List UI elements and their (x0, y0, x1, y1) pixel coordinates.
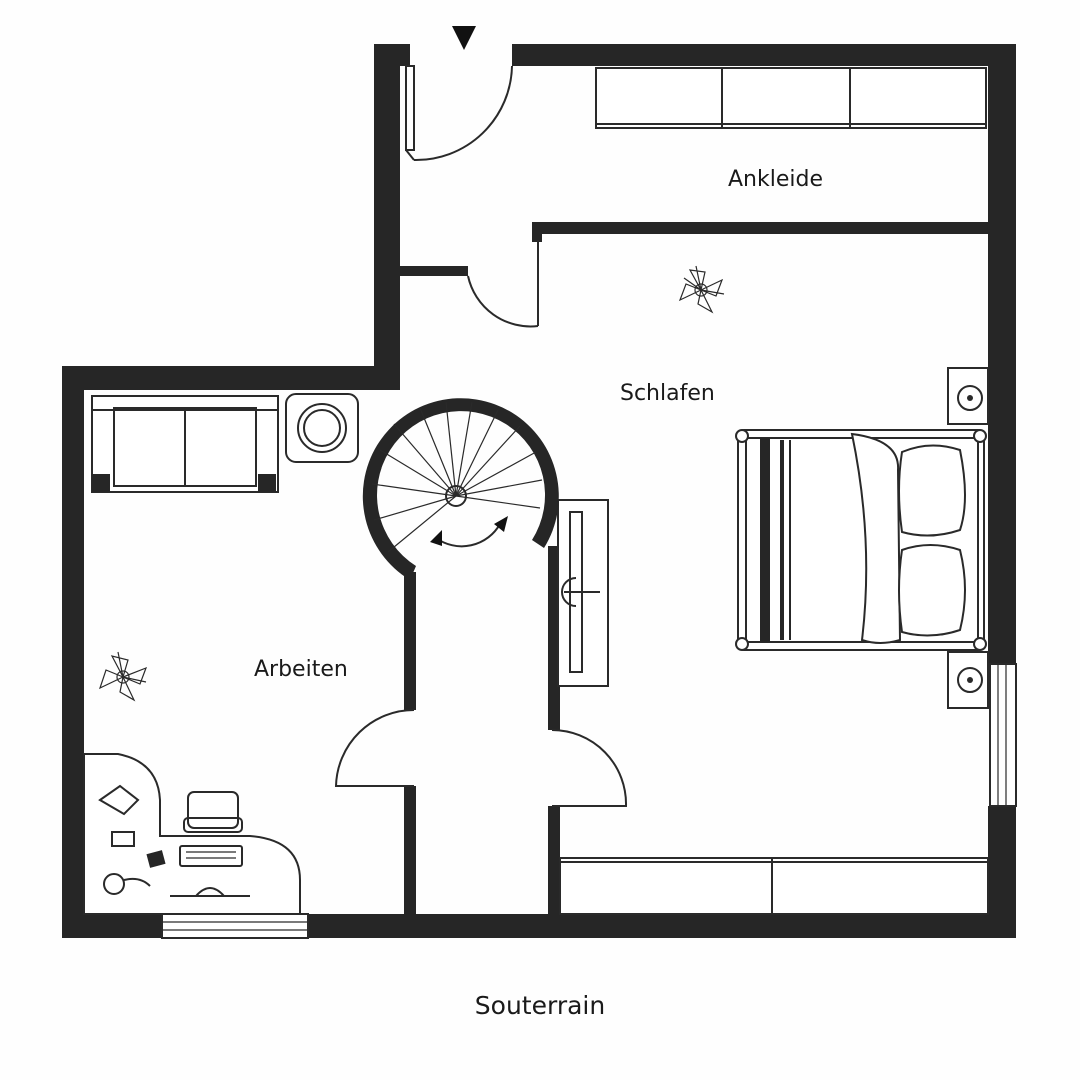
armchair (285, 393, 359, 463)
room-label-schlafen: Schlafen (620, 381, 715, 406)
tv-stand (557, 499, 609, 687)
desk (83, 753, 301, 915)
window-bottom (161, 913, 309, 939)
nightstand-bottom (947, 651, 989, 709)
plant-icon-office (98, 651, 148, 702)
bed (735, 429, 987, 651)
core-door-right (551, 729, 628, 807)
entrance-door (405, 65, 513, 162)
bedroom-wardrobe (559, 857, 989, 915)
bedroom-door (467, 240, 539, 328)
window-right (989, 663, 1017, 807)
room-label-ankleide: Ankleide (728, 167, 823, 192)
core-door-left (334, 709, 415, 787)
ankleide-wardrobe (595, 67, 987, 129)
room-label-arbeiten: Arbeiten (254, 657, 348, 682)
office-chair (183, 791, 243, 833)
nightstand-top (947, 367, 989, 425)
spiral-staircase (362, 398, 559, 580)
sofa (91, 395, 279, 493)
floor-label: Souterrain (475, 991, 605, 1020)
entrance-arrow-icon (452, 26, 476, 50)
plant-icon-bedroom (678, 265, 725, 314)
